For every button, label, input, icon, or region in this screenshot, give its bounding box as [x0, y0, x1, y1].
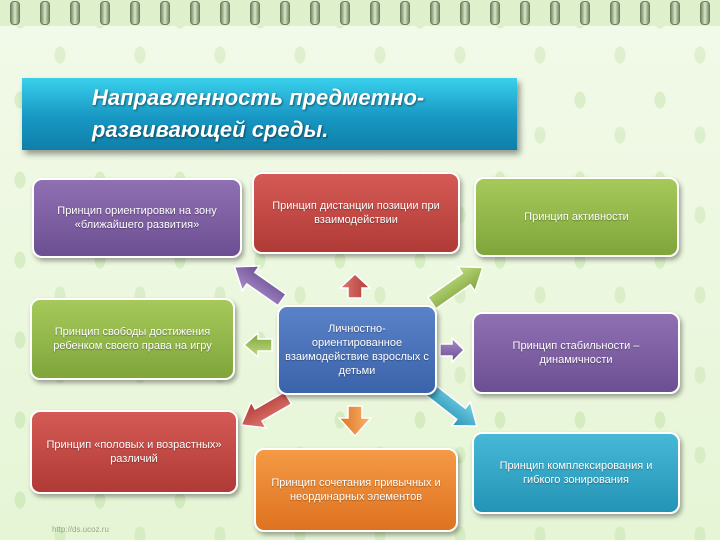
binding-ring — [10, 1, 20, 25]
principle-label: Принцип ориентировки на зону «ближайшего… — [57, 205, 217, 231]
notebook-binding — [0, 0, 720, 26]
binding-ring — [430, 1, 440, 25]
binding-ring — [280, 1, 290, 25]
binding-ring — [220, 1, 230, 25]
arrow-up-left — [233, 265, 288, 307]
center-label: Личностно-ориентированное взаимодействие… — [285, 323, 429, 377]
binding-ring — [670, 1, 680, 25]
principle-label: Принцип стабильности – динамичности — [512, 340, 640, 366]
principle-label: Принцип свободы достижения ребенком свое… — [53, 326, 212, 352]
slide-title: Направленность предметно- развивающей ср… — [92, 85, 425, 142]
watermark: http://ds.ucoz.ru — [52, 525, 109, 534]
arrow-up — [338, 272, 372, 299]
binding-ring — [400, 1, 410, 25]
slide-title-banner: Направленность предметно- развивающей ср… — [22, 78, 517, 150]
binding-ring — [310, 1, 320, 25]
arrow-up-right — [426, 265, 484, 310]
binding-ring — [580, 1, 590, 25]
arrow-down-left — [240, 390, 293, 429]
binding-ring — [370, 1, 380, 25]
binding-ring — [640, 1, 650, 25]
principle-combination-elements: Принцип сочетания привычных и неординарн… — [254, 448, 458, 532]
arrow-down-right — [422, 381, 478, 427]
principle-gender-age-differences: Принцип «половых и возрастных» различий — [30, 410, 238, 494]
binding-ring — [190, 1, 200, 25]
binding-ring — [520, 1, 530, 25]
binding-ring — [130, 1, 140, 25]
binding-ring — [700, 1, 710, 25]
principle-flexible-zoning: Принцип комплексирования и гибкого зонир… — [472, 432, 680, 514]
binding-ring — [100, 1, 110, 25]
binding-ring — [160, 1, 170, 25]
arrow-right — [439, 336, 466, 364]
binding-ring — [460, 1, 470, 25]
principle-activity: Принцип активности — [474, 177, 679, 257]
principle-zone-of-proximal-development: Принцип ориентировки на зону «ближайшего… — [32, 178, 242, 258]
center-personal-interaction: Личностно-ориентированное взаимодействие… — [277, 305, 437, 395]
principle-freedom-to-play: Принцип свободы достижения ребенком свое… — [30, 298, 235, 380]
arrow-left — [242, 331, 273, 359]
binding-ring — [490, 1, 500, 25]
binding-ring — [340, 1, 350, 25]
principle-label: Принцип «половых и возрастных» различий — [46, 439, 222, 465]
binding-ring — [40, 1, 50, 25]
arrow-down — [337, 405, 373, 438]
principle-stability-dynamism: Принцип стабильности – динамичности — [472, 312, 680, 394]
principle-label: Принцип активности — [524, 211, 629, 223]
binding-ring — [610, 1, 620, 25]
binding-ring — [550, 1, 560, 25]
principle-label: Принцип комплексирования и гибкого зонир… — [499, 460, 653, 486]
principle-label: Принцип дистанции позиции при взаимодейс… — [272, 200, 440, 226]
principle-label: Принцип сочетания привычных и неординарн… — [271, 477, 441, 503]
binding-ring — [250, 1, 260, 25]
principle-position-distance: Принцип дистанции позиции при взаимодейс… — [252, 172, 460, 254]
binding-ring — [70, 1, 80, 25]
